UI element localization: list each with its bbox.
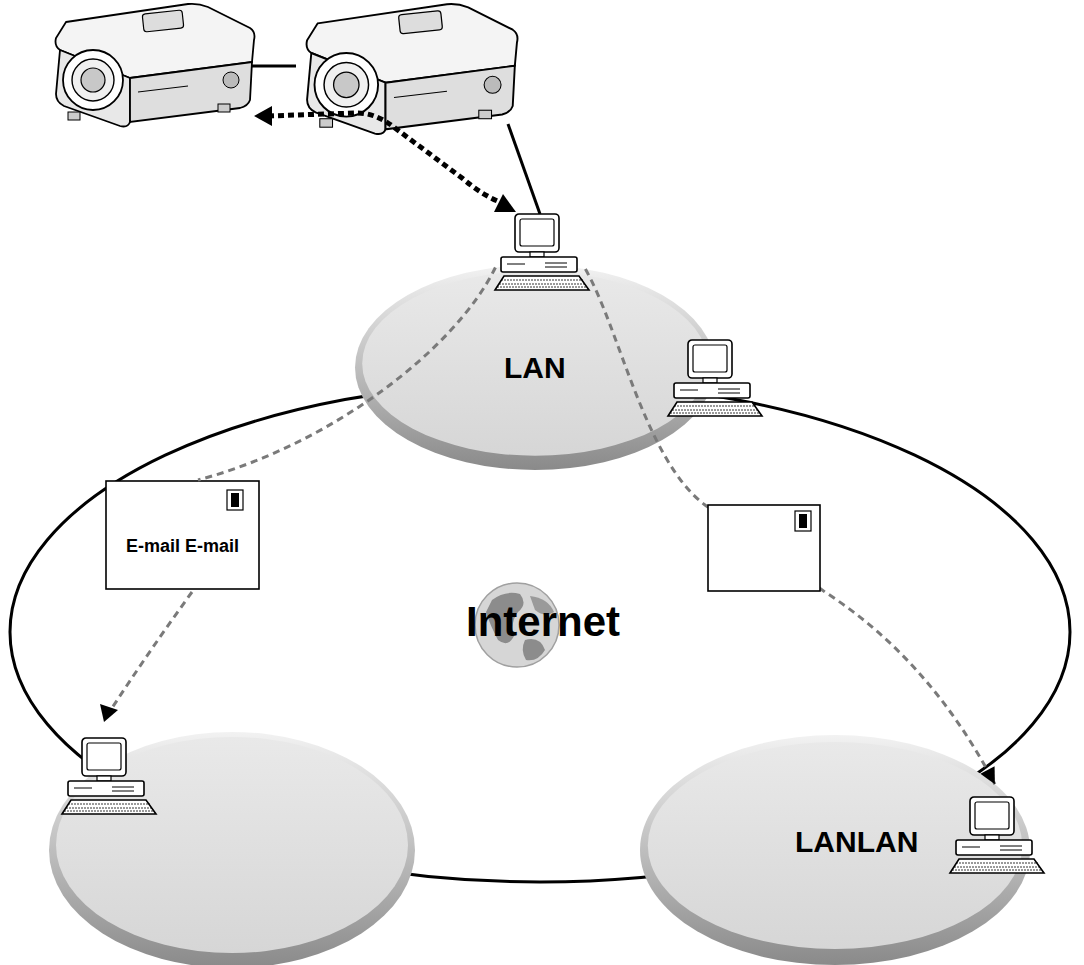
node-label: LANLAN — [795, 825, 918, 859]
arrow-head — [980, 766, 995, 784]
envelope-outline — [105, 480, 260, 590]
node-label: E-mail E-mail — [126, 536, 239, 557]
computer — [950, 797, 1044, 873]
cable — [248, 65, 296, 68]
projector — [56, 4, 255, 127]
dashed-connector — [198, 268, 495, 480]
node-label: LAN — [504, 351, 566, 385]
connector-line — [198, 268, 495, 480]
cable — [508, 124, 540, 214]
computer — [495, 214, 589, 290]
envelope — [708, 505, 820, 591]
lan-ellipse: LAN — [355, 265, 715, 470]
computer — [62, 738, 156, 814]
dashed-arrow — [254, 106, 516, 212]
email-envelope: E-mail E-mail — [105, 480, 260, 590]
dashed-arrow — [100, 592, 192, 722]
connector-line — [585, 269, 995, 784]
dashed-connector — [585, 269, 995, 784]
computer — [668, 340, 762, 416]
lan-ellipse — [49, 732, 415, 965]
network-label: Internet — [466, 598, 620, 646]
